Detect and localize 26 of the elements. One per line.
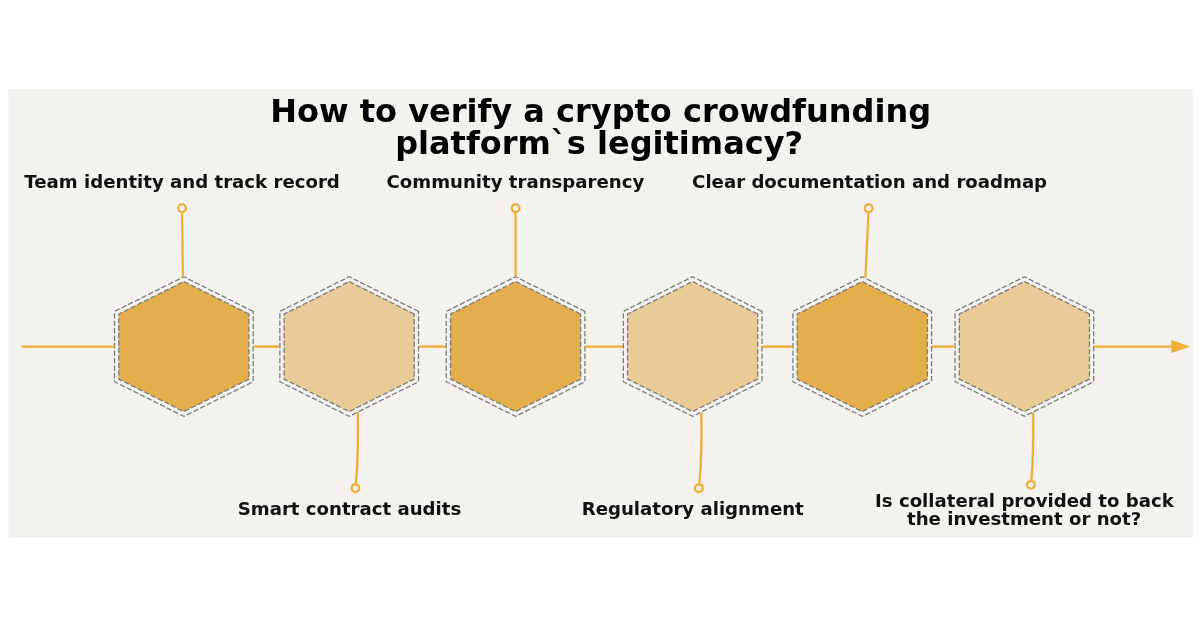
node-text: Clear documentation and roadmap [692, 170, 1048, 192]
connector [350, 411, 361, 493]
connector [418, 344, 446, 348]
node-text: Regulatory alignment [581, 497, 804, 519]
connector [177, 202, 188, 277]
connector [693, 411, 704, 493]
connector [863, 202, 874, 278]
node-hexagon [792, 275, 933, 417]
arrow [1093, 339, 1191, 353]
connector [510, 202, 521, 277]
node-hexagon [279, 275, 420, 417]
connector [931, 344, 955, 348]
connector [1025, 411, 1036, 490]
node-text: Community transparency [386, 170, 645, 192]
node-text: Is collateral provided to back the investment or not? [875, 489, 1174, 529]
connector [21, 344, 115, 348]
node-hexagon [113, 275, 254, 417]
node-hexagon [622, 275, 763, 417]
node-hexagon [954, 275, 1095, 417]
node-text: Smart contract audits [237, 497, 462, 519]
connector [253, 344, 280, 348]
diagram-title: How to verify a crypto crowdfunding platform`s legitimacy? [270, 91, 932, 162]
node-text: Team identity and track record [24, 170, 340, 192]
connector [585, 344, 623, 348]
connector [762, 344, 793, 348]
node-hexagon [445, 275, 586, 417]
